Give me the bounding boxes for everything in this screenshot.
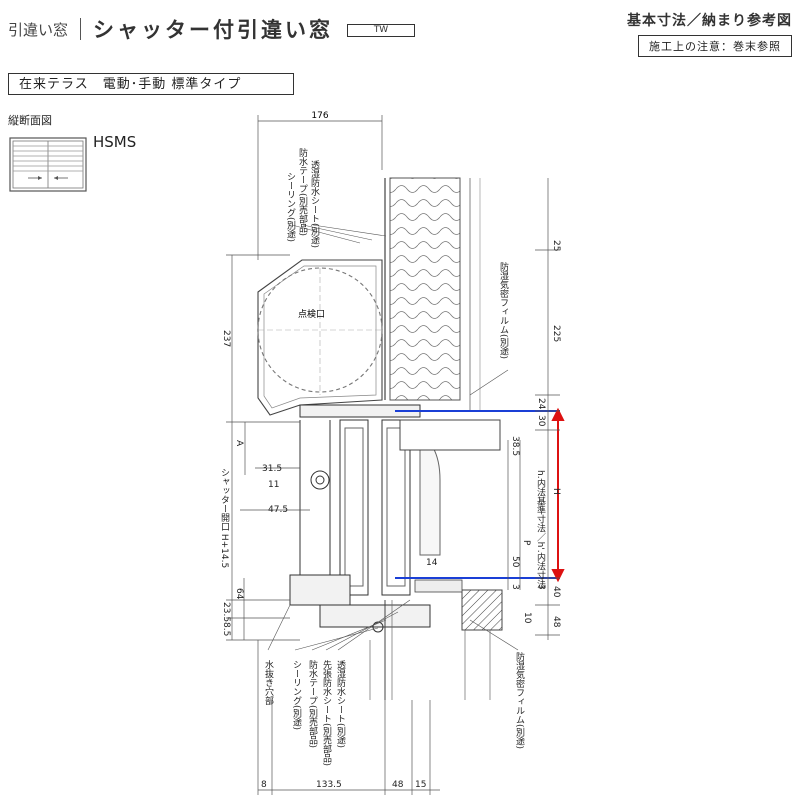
wall-insulation <box>384 177 481 410</box>
category-label: 引違い窓 <box>8 20 69 39</box>
reference-lines <box>395 410 560 579</box>
dim-b133-5: 133.5 <box>316 780 342 790</box>
leader-lines-bottom <box>267 599 519 651</box>
dim-top-width <box>257 115 383 260</box>
dim-30: 30 <box>536 415 546 427</box>
dim-11: 11 <box>268 480 280 490</box>
dim-14: 14 <box>426 558 438 568</box>
sealing-top-label: シーリング(別途) <box>285 172 295 243</box>
shutter-box <box>257 259 383 416</box>
inner-std-label: h.内法基準寸法／h'.内法寸法 <box>535 470 545 589</box>
dim-47-5: 47.5 <box>268 505 289 515</box>
dim-24: 24 <box>536 398 546 410</box>
dim-b8: 8 <box>261 780 267 790</box>
dim-top-width-label: 176 <box>311 111 328 121</box>
dim-A: A <box>234 440 244 447</box>
moisture-film-bot-label: 防湿気密フィルム(別途) <box>514 652 524 750</box>
height-arrow <box>551 407 565 583</box>
window-thumbnail-icon <box>9 137 87 192</box>
pre-sheet-bot-label: 先張防水シート(別売部品) <box>321 660 331 767</box>
header-divider <box>80 18 82 40</box>
drain-hole-label: 水抜き穴部 <box>263 660 273 705</box>
dim-31-5: 31.5 <box>262 464 283 474</box>
waterproof-tape-top-label: 防水テープ(別売部品) <box>297 148 307 237</box>
leader-lines-top <box>291 224 509 396</box>
dim-225: 225 <box>551 325 561 343</box>
page-header: 引違い窓 シャッター付引違い窓 TW <box>8 14 416 44</box>
window-frame <box>289 404 441 633</box>
dim-10: 10 <box>522 612 532 624</box>
floor-structure <box>369 419 503 700</box>
dim-50: 50 <box>510 556 520 568</box>
dim-P: P <box>521 540 531 546</box>
dim-8-5: 8.5 <box>221 622 231 637</box>
reference-title: 基本寸法／納まり参考図 <box>627 13 792 29</box>
dim-38-5: 38.5 <box>510 436 520 457</box>
dim-23-5: 23.5 <box>221 602 231 623</box>
dim-3b: 3 <box>536 584 546 590</box>
vapor-sheet-bot-label: 透湿防水シート(別途) <box>335 660 345 749</box>
spec-box: 在来テラス 電動･手動 標準タイプ <box>8 73 294 95</box>
dim-40: 40 <box>551 586 561 598</box>
dim-bottom-chain <box>257 640 440 795</box>
moisture-film-top-label: 防湿気密フィルム(別途) <box>498 262 508 360</box>
dim-25: 25 <box>551 240 561 252</box>
dim-64: 64 <box>234 588 244 600</box>
dim-3a: 3 <box>510 584 520 590</box>
shutter-opening-label: シャッター開口 H+14.5 <box>219 468 229 569</box>
dim-right-chain <box>507 178 560 640</box>
page-title: シャッター付引違い窓 <box>93 18 334 42</box>
dim-48v: 48 <box>551 616 561 628</box>
dim-H: H <box>551 488 561 495</box>
vapor-sheet-top-label: 透湿防水シート(別途) <box>309 160 319 249</box>
series-badge: TW <box>347 23 416 37</box>
waterproof-tape-bot-label: 防水テープ(別売部品) <box>307 660 317 749</box>
dim-b48: 48 <box>392 780 404 790</box>
dim-237: 237 <box>221 330 231 348</box>
section-label: 縦断面図 <box>8 114 52 127</box>
sealing-bot-label: シーリング(別途) <box>291 660 301 731</box>
inspection-port-label: 点検口 <box>298 308 325 320</box>
model-label: HSMS <box>93 133 137 151</box>
dim-b15: 15 <box>415 780 427 790</box>
dim-left-chain <box>226 254 310 641</box>
notice-box: 施工上の注意：巻末参照 <box>638 35 792 57</box>
